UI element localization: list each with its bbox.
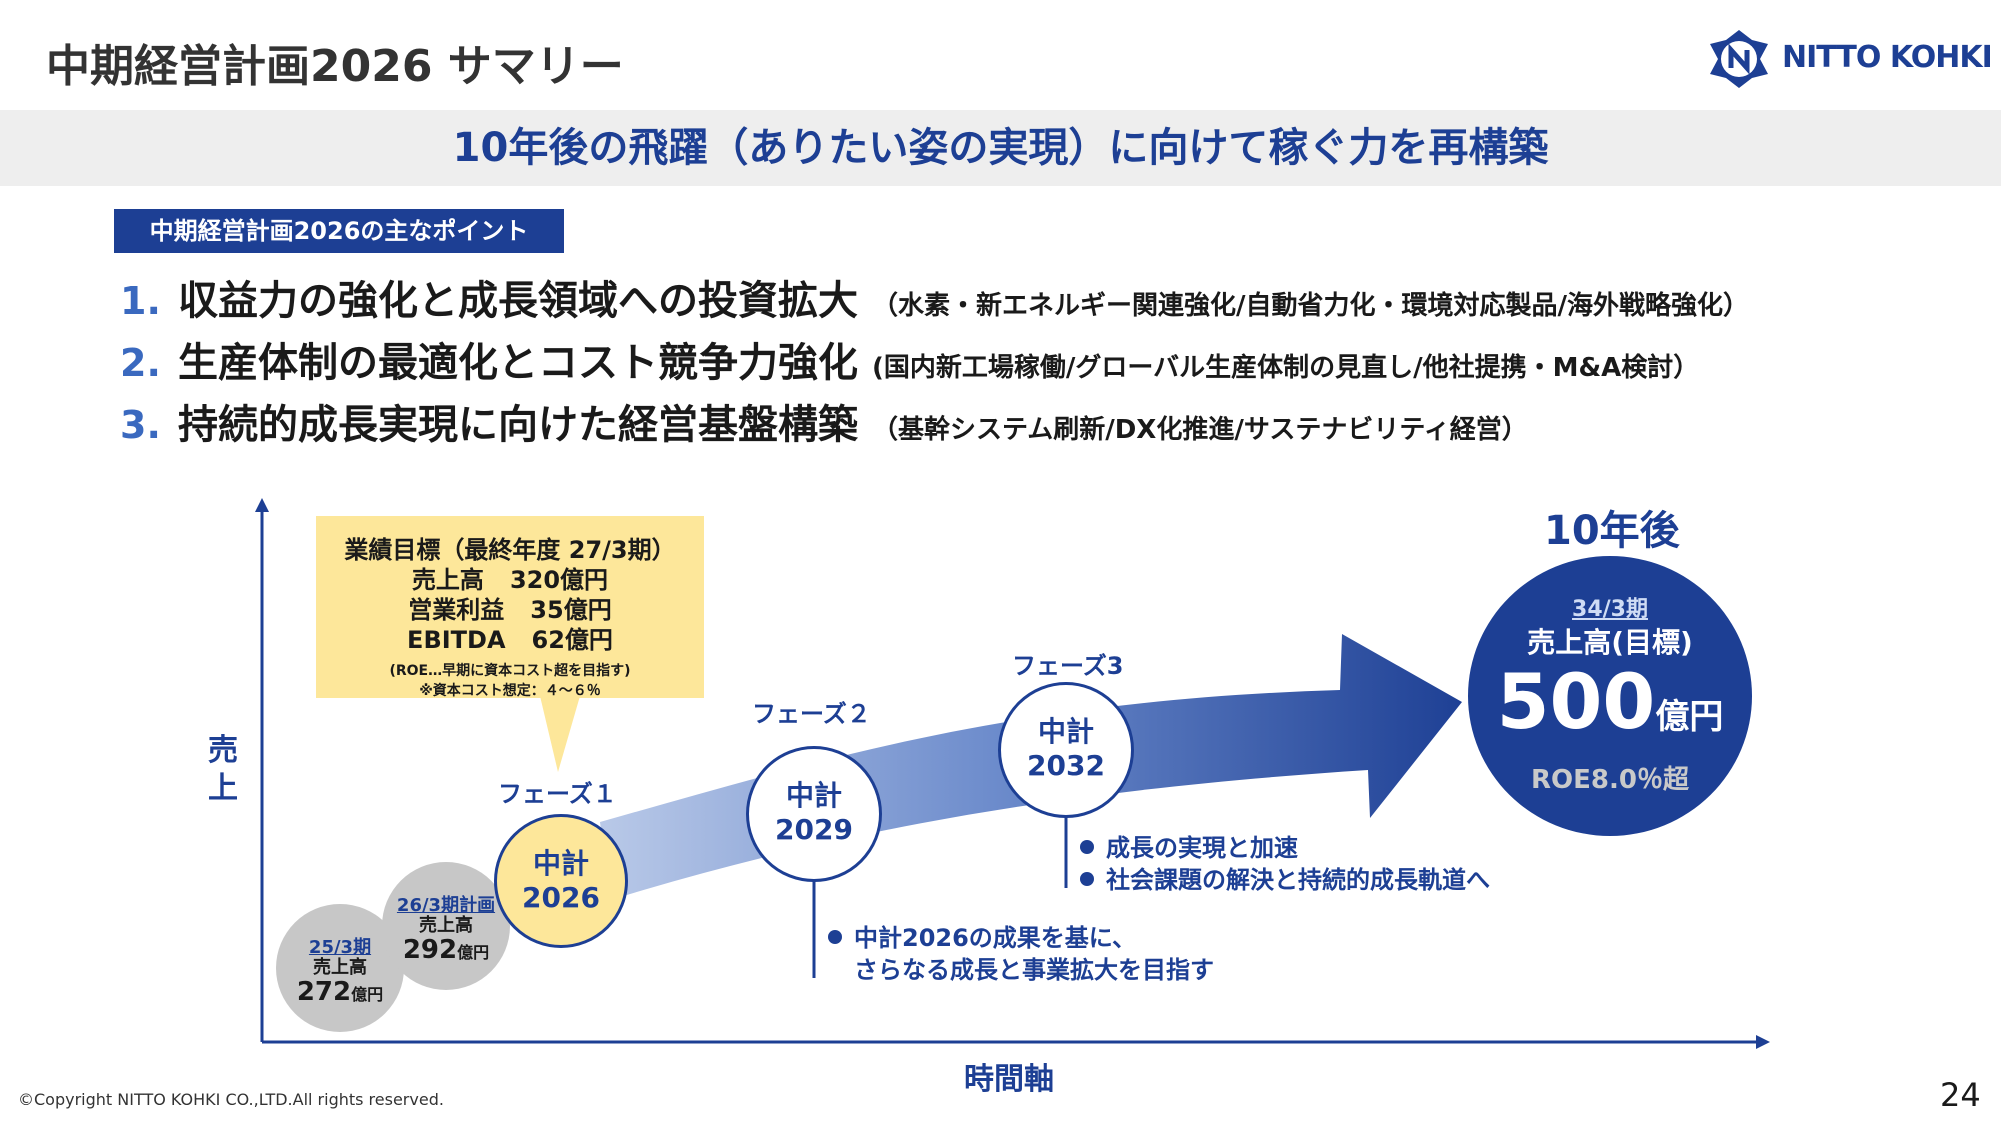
bullet-text: 成長の実現と加速 [1106,834,1298,862]
target-circle: 34/3期 売上高(目標) 500億円 ROE8.0％超 [1468,556,1752,836]
row-value: 320億円 [509,566,609,594]
fy25-amount: 272億円 [276,978,404,1009]
row-label: 営業利益 [408,596,505,624]
fy26-plan-circle: 26/3期計画 売上高 292億円 [382,862,510,990]
target-roe: ROE8.0％超 [1531,765,1689,795]
x-axis-label: 時間軸 [964,1062,1054,1097]
phase1-circle: 中計 2026 [494,814,628,948]
performance-target-callout: 業績目標（最終年度 27/3期） 売上高 320億円 営業利益 35億円 EBITD… [316,516,704,699]
row-value: 35億円 [530,596,612,624]
fy25-label: 売上高 [313,957,367,978]
nitto-kohki-logo-icon [1710,30,1768,88]
bullet-text: 中計2026の成果を基に、 [854,924,1137,952]
phase2-bullets: 中計2026の成果を基に、 さらなる成長と事業拡大を目指す [828,922,1214,986]
phase3-bullets: 成長の実現と加速 社会課題の解決と持続的成長軌道へ [1080,832,1490,896]
page-title: 中期経営計画2026 サマリー [46,41,624,92]
bullet-dot [1080,872,1094,886]
fy26-unit: 億円 [457,943,490,962]
x-axis-arrowhead [1756,1035,1770,1049]
y-axis-arrowhead [255,498,269,512]
headline-text: 10年後の飛躍（ありたい姿の実現）に向けて稼ぐ力を再構築 [452,125,1549,171]
phase3-label: フェーズ3 [1012,652,1124,680]
point-number: 1. [120,279,161,323]
point-number: 2. [120,341,161,385]
fy26-amount: 292億円 [382,936,510,967]
headline-banner: 10年後の飛躍（ありたい姿の実現）に向けて稼ぐ力を再構築 [0,110,2001,186]
phase3-line1: 中計 [1037,715,1094,748]
point-main: 持続的成長実現に向けた経営基盤構築 [178,402,858,448]
points-label: 中期経営計画2026の主なポイント [114,209,564,253]
phase3-circle: 中計 2032 [998,682,1134,818]
callout-row-operating-profit: 営業利益 35億円 [316,595,704,625]
target-heading: 10年後 [1544,508,1680,554]
bullet-text: 社会課題の解決と持続的成長軌道へ [1106,866,1490,894]
row-value: 62億円 [531,626,613,654]
page-number: 24 [1940,1076,1981,1114]
phase1-line2: 2026 [522,881,600,914]
point-sub: （水素・新エネルギー関連強化/自動省力化・環境対応製品/海外戦略強化） [872,291,1749,321]
bullet-text: さらなる成長と事業拡大を目指す [854,956,1214,984]
point-2: 2. 生産体制の最適化とコスト競争力強化 (国内新工場稼働/グローバル生産体制の見直… [120,330,1699,390]
row-label: EBITDA [407,626,506,654]
fy25-value: 272 [296,977,352,1007]
phase3-line2: 2032 [1027,749,1105,782]
target-value: 500 [1496,657,1656,746]
callout-row-ebitda: EBITDA 62億円 [316,625,704,655]
bullet-item: 社会課題の解決と持続的成長軌道へ [1080,864,1490,896]
phase1-label: フェーズ１ [498,780,617,808]
phase2-line1: 中計 [785,779,842,812]
callout-pointer [540,696,580,772]
point-3: 3. 持続的成長実現に向けた経営基盤構築 （基幹システム刷新/DX化推進/サステナビ… [120,392,1528,452]
callout-title: 業績目標（最終年度 27/3期） [344,536,676,564]
y-axis-label: 売上 [208,733,238,806]
bullet-item: さらなる成長と事業拡大を目指す [828,954,1214,986]
logo-text: NITTO KOHKI [1782,40,1993,75]
company-logo: NITTO KOHKI [1708,28,1993,90]
fy26-label: 売上高 [419,915,473,936]
point-1: 1. 収益力の強化と成長領域への投資拡大 （水素・新エネルギー関連強化/自動省力化・… [120,268,1749,328]
fy25-unit: 億円 [351,985,384,1004]
bullet-item: 成長の実現と加速 [1080,832,1490,864]
target-unit: 億円 [1655,697,1724,737]
fy26-period: 26/3期計画 [396,895,496,916]
bullet-dot [828,930,842,944]
point-sub: （基幹システム刷新/DX化推進/サステナビリティ経営） [872,415,1528,445]
fy26-value: 292 [402,935,458,965]
point-number: 3. [120,403,161,447]
phase2-label: フェーズ２ [752,700,871,728]
bullet-item: 中計2026の成果を基に、 [828,922,1214,954]
phase2-circle: 中計 2029 [746,746,882,882]
callout-note-roe: (ROE…早期に資本コスト超を目指す) [389,663,631,679]
target-label: 売上高(目標) [1527,626,1693,659]
fy25-period: 25/3期 [308,937,372,958]
callout-row-sales: 売上高 320億円 [316,565,704,595]
point-sub: (国内新工場稼働/グローバル生産体制の見直し/他社提携・M&A検討） [872,353,1700,383]
callout-note-cost: ※資本コスト想定：４～６％ [419,683,601,699]
bullet-dot [1080,840,1094,854]
copyright: ©Copyright NITTO KOHKI CO.,LTD.All right… [18,1090,444,1109]
phase1-line1: 中計 [532,847,589,880]
phase2-line2: 2029 [775,813,853,846]
row-label: 売上高 [411,566,484,594]
target-amount: 500億円 [1468,662,1752,763]
point-main: 生産体制の最適化とコスト競争力強化 [178,340,858,386]
target-period: 34/3期 [1572,597,1648,622]
point-main: 収益力の強化と成長領域への投資拡大 [178,278,858,324]
